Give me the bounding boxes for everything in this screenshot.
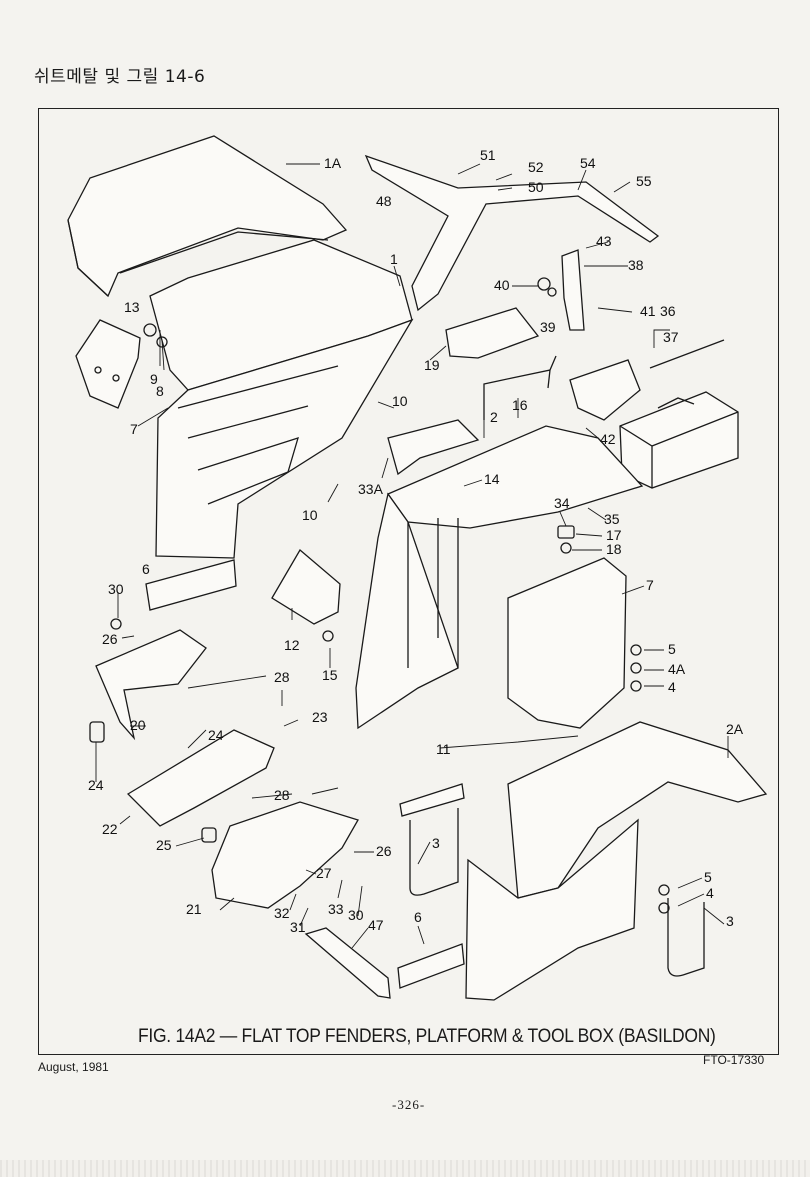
callout-label: 1 <box>390 251 398 267</box>
callout-label: 55 <box>636 173 652 189</box>
callout-label: 15 <box>322 667 338 683</box>
callout-label: 54 <box>580 155 596 171</box>
callout-label: 6 <box>142 561 150 577</box>
callout-label: 18 <box>606 541 622 557</box>
callout-label: 13 <box>124 299 140 315</box>
part-22-step-plate <box>126 729 275 827</box>
callout-label: 35 <box>604 511 620 527</box>
figure-frame <box>38 108 779 1055</box>
callout-label: 50 <box>528 179 544 195</box>
callout-label: 30 <box>108 581 124 597</box>
callout-label: 7 <box>646 577 654 593</box>
callout-label: 2 <box>490 409 498 425</box>
part-20-step-bracket <box>95 629 207 741</box>
callout-label: 6 <box>414 909 422 925</box>
part-7-inner-panel <box>507 557 627 729</box>
callout-label: 7 <box>130 421 138 437</box>
callout-label: 32 <box>274 905 290 921</box>
callout-label: 48 <box>376 193 392 209</box>
part-1-fender <box>149 239 414 559</box>
part-3-ubolt-left <box>409 808 459 896</box>
callout-label: 1A <box>324 155 342 171</box>
callout-label: 28 <box>274 787 290 803</box>
callout-label: 27 <box>316 865 332 881</box>
part-3-ubolt-right <box>667 898 705 977</box>
callout-label: 4 <box>668 679 676 695</box>
callout-label: 20 <box>130 717 146 733</box>
callout-label: 42 <box>600 431 616 447</box>
callout-label: 14 <box>484 471 500 487</box>
callout-label: 5 <box>704 869 712 885</box>
part-2a-fender <box>465 721 768 1001</box>
callout-label: 11 <box>436 741 451 757</box>
callout-label: 3 <box>726 913 734 929</box>
part-47-bar <box>304 927 391 999</box>
part-12-bracket <box>271 549 341 625</box>
callout-label: 37 <box>663 329 679 345</box>
part-21-step-lower <box>211 801 359 909</box>
scan-edge <box>0 1160 810 1177</box>
part-54-frame <box>364 154 660 312</box>
callout-label: 36 <box>660 303 676 319</box>
callout-label: 30 <box>348 907 364 923</box>
part-13-bracket <box>75 319 141 409</box>
part-6-plate-upper <box>145 559 237 611</box>
callout-label: 21 <box>186 901 202 917</box>
callout-label: 47 <box>368 917 384 933</box>
figure-caption: FIG. 14A2 — FLAT TOP FENDERS, PLATFORM &… <box>138 1026 716 1047</box>
callout-label: 26 <box>376 843 392 859</box>
callout-label: 23 <box>312 709 328 725</box>
callout-label: 3 <box>432 835 440 851</box>
part-37-rod <box>649 339 725 369</box>
callout-label: 2A <box>726 721 744 737</box>
callout-label: 28 <box>274 669 290 685</box>
callout-label: 4A <box>668 661 686 677</box>
callout-label: 51 <box>480 147 496 163</box>
callout-label: 52 <box>528 159 544 175</box>
callout-label: 10 <box>392 393 408 409</box>
part-36-toolbox <box>619 391 739 489</box>
leader-lines <box>95 163 729 949</box>
callout-label: 9 <box>150 371 158 387</box>
part-2-platform <box>355 425 644 730</box>
callout-label: 40 <box>494 277 510 293</box>
page-number: -326- <box>392 1097 426 1112</box>
callout-label: 43 <box>596 233 612 249</box>
callout-label: 10 <box>302 507 318 523</box>
callout-label: 8 <box>156 383 164 399</box>
callout-label: 33 <box>328 901 344 917</box>
callout-label: 4 <box>706 885 714 901</box>
callout-label: 33A <box>358 481 384 497</box>
callout-label: 16 <box>512 397 528 413</box>
part-33a-block <box>387 419 480 476</box>
callout-label: 24 <box>88 777 104 793</box>
callout-label: 22 <box>102 821 118 837</box>
page-header: 쉬트메탈 및 그릴 14-6 <box>34 67 206 87</box>
part-42-tray <box>569 359 641 421</box>
callout-label: 41 <box>640 303 656 319</box>
callout-label: 5 <box>668 641 676 657</box>
callout-label: 26 <box>102 631 118 647</box>
callout-label: 12 <box>284 637 300 653</box>
callout-label: 25 <box>156 837 172 853</box>
callout-label: 19 <box>424 357 440 373</box>
callout-label: 17 <box>606 527 622 543</box>
callout-label: 38 <box>628 257 644 273</box>
callout-label: 24 <box>208 727 224 743</box>
part-1a-cover <box>67 135 348 298</box>
part-38-strap <box>561 249 585 331</box>
callout-label: 39 <box>540 319 556 335</box>
part-6-plate-lower <box>397 943 465 989</box>
part-11-clamp <box>399 783 465 817</box>
callout-label: 31 <box>290 919 306 935</box>
callout-label: 34 <box>554 495 570 511</box>
part-16-handle <box>483 355 557 420</box>
footer-date: August, 1981 <box>38 1060 109 1074</box>
footer-code: FTO-17330 <box>703 1053 765 1067</box>
part-19-bracket <box>445 307 540 359</box>
